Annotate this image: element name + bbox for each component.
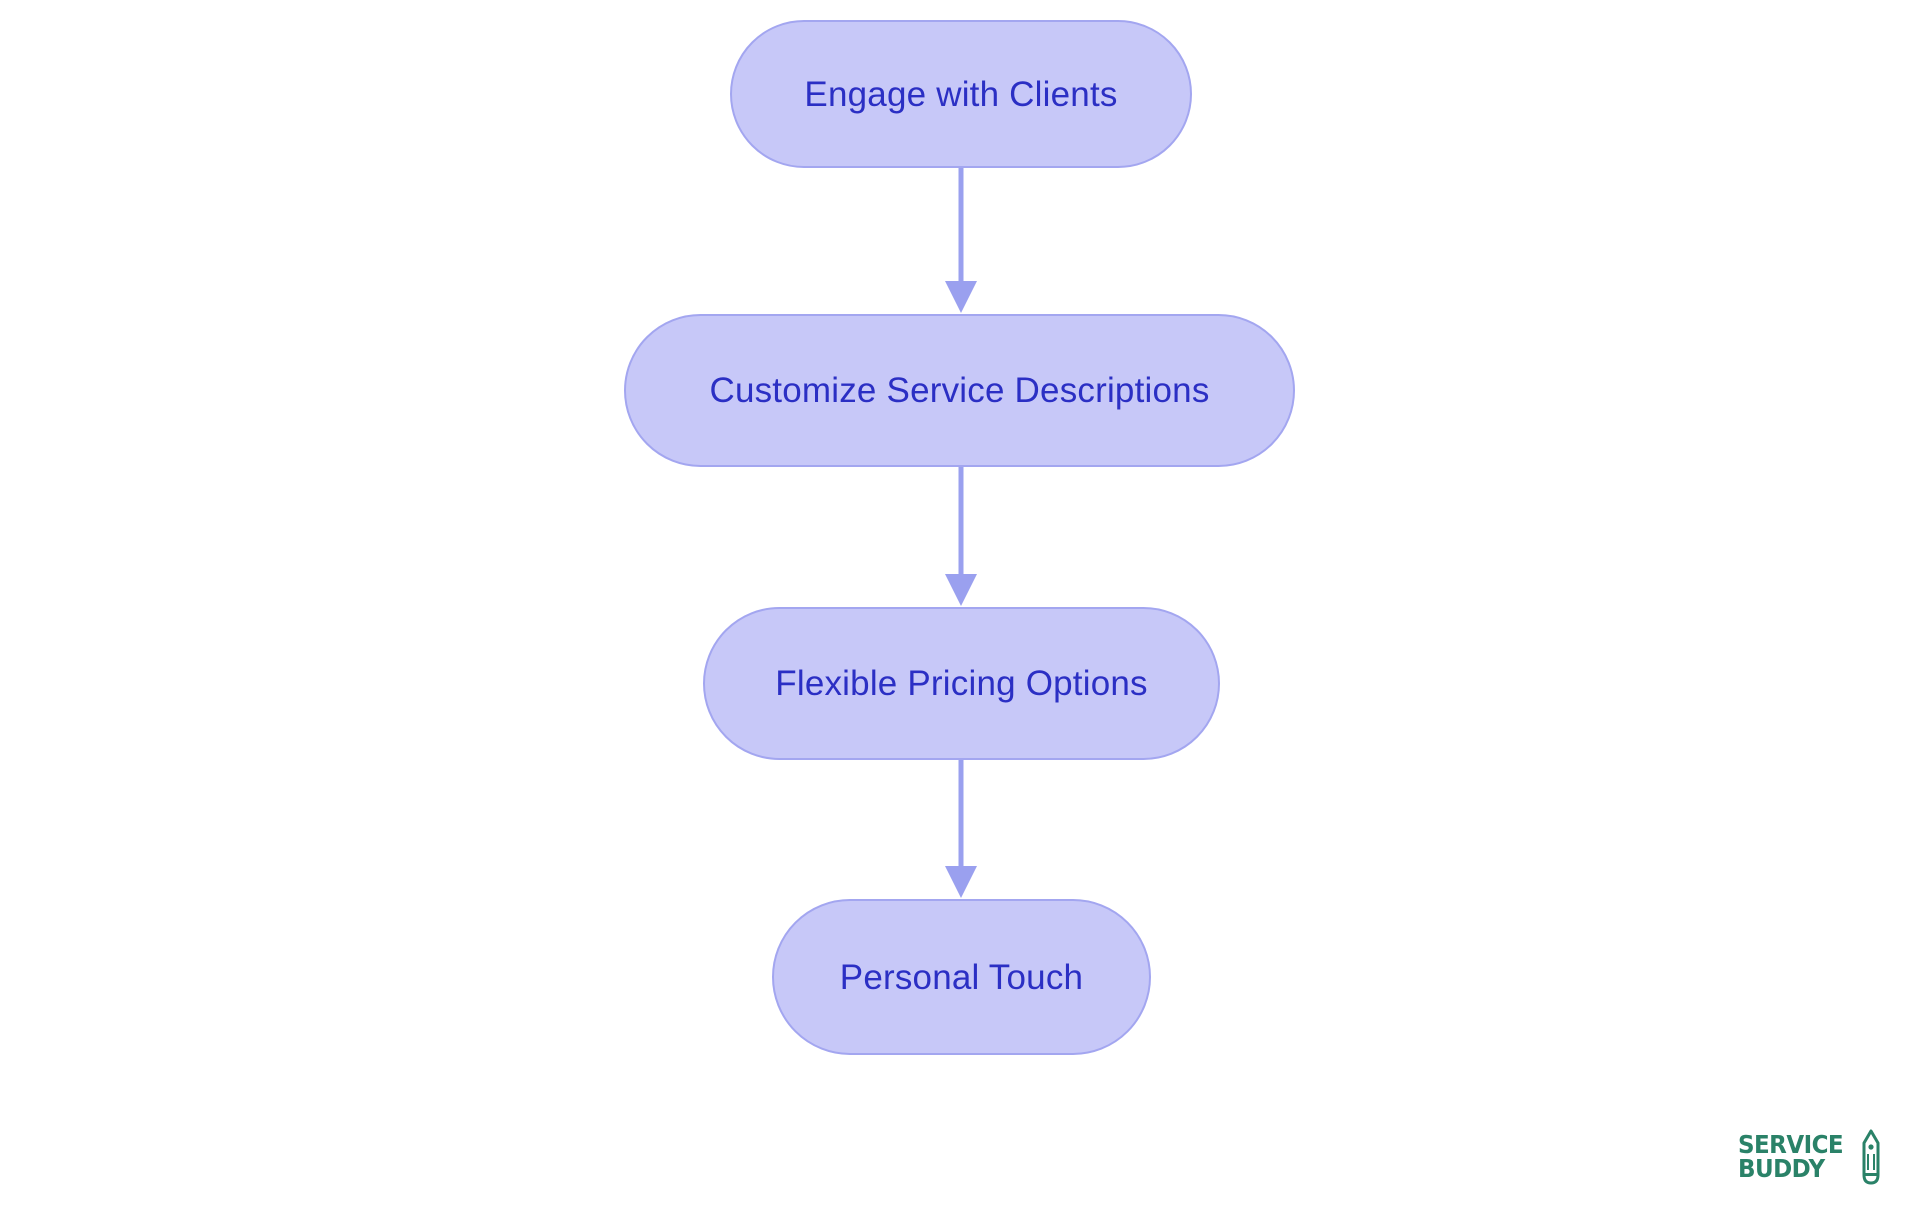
flow-node-personal-touch[interactable]: Personal Touch: [772, 899, 1151, 1055]
flow-node-customize-service-descriptions[interactable]: Customize Service Descriptions: [624, 314, 1295, 467]
flow-node-label: Customize Service Descriptions: [709, 371, 1210, 410]
edge-engage-to-customize: [945, 168, 977, 313]
flow-node-label: Flexible Pricing Options: [775, 664, 1148, 703]
brand-logo-line-2: BUDDY: [1738, 1154, 1825, 1183]
brand-logo-wordmark: SERVICE BUDDY: [1738, 1130, 1852, 1183]
flow-node-label: Personal Touch: [839, 957, 1084, 997]
pencil-icon: [1862, 1129, 1880, 1185]
edge-customize-to-pricing: [945, 467, 977, 606]
flow-node-engage-with-clients[interactable]: Engage with Clients: [730, 20, 1192, 168]
flow-node-label: Engage with Clients: [804, 74, 1118, 114]
flow-node-flexible-pricing-options[interactable]: Flexible Pricing Options: [703, 607, 1220, 760]
brand-logo-line-1: SERVICE: [1738, 1130, 1844, 1160]
edge-pricing-to-personal-touch: [945, 760, 977, 898]
brand-logo: SERVICE BUDDY: [1738, 1122, 1898, 1192]
